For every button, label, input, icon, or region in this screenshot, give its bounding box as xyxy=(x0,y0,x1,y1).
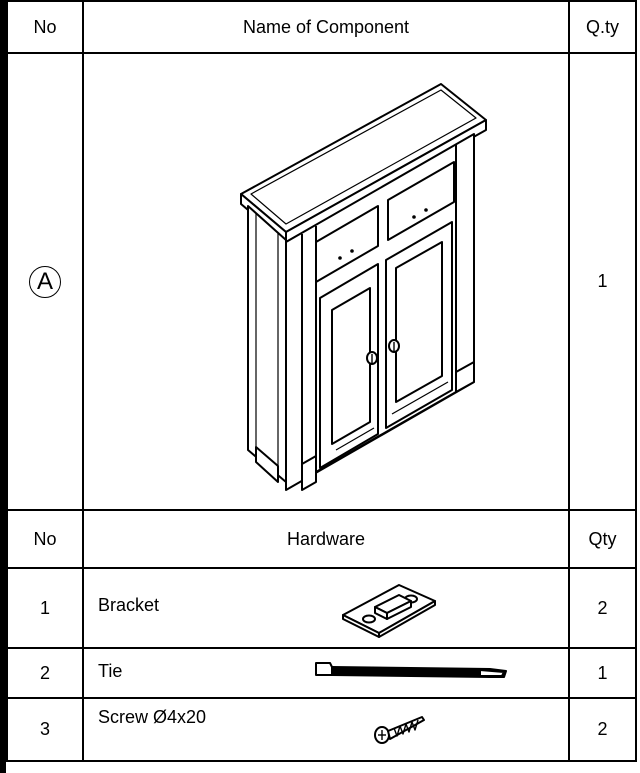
hardware-row-3: 3 Screw Ø4x20 2 xyxy=(6,697,637,762)
hw-qty: 1 xyxy=(568,647,637,699)
bracket-illustration xyxy=(342,584,436,638)
hardware-row-2: 2 Tie 1 xyxy=(6,647,637,699)
hw-name-cell: Bracket xyxy=(82,567,570,649)
hw-qty: 2 xyxy=(568,567,637,649)
hw-header-qty: Qty xyxy=(568,509,637,569)
hw-header-no: No xyxy=(6,509,84,569)
sideboard-cabinet-illustration xyxy=(240,82,487,491)
header-name-of-component: Name of Component xyxy=(82,0,570,54)
parts-table: No Name of Component Q.ty A xyxy=(6,0,637,762)
component-row-a: A xyxy=(6,52,637,511)
component-qty: 1 xyxy=(568,52,637,511)
left-border-bar xyxy=(0,0,6,773)
hw-qty: 2 xyxy=(568,697,637,762)
component-illustration-cell xyxy=(82,52,570,511)
hw-no: 2 xyxy=(6,647,84,699)
screw-illustration xyxy=(374,716,425,744)
hw-name: Bracket xyxy=(98,595,160,615)
hw-no: 1 xyxy=(6,567,84,649)
hardware-row-1: 1 Bracket 2 xyxy=(6,567,637,649)
hw-name-cell: Screw Ø4x20 xyxy=(82,697,570,762)
hw-no: 3 xyxy=(6,697,84,762)
hw-name: Screw Ø4x20 xyxy=(98,707,207,727)
tie-strap-illustration xyxy=(315,662,507,678)
component-no-cell: A xyxy=(6,52,84,511)
hw-name-cell: Tie xyxy=(82,647,570,699)
hw-name: Tie xyxy=(98,661,123,681)
header-qty: Q.ty xyxy=(568,0,637,54)
components-header-row: No Name of Component Q.ty xyxy=(6,0,637,54)
hardware-header-row: No Hardware Qty xyxy=(6,509,637,569)
header-no: No xyxy=(6,0,84,54)
component-letter: A xyxy=(29,265,61,298)
hw-header-hardware: Hardware xyxy=(82,509,570,569)
